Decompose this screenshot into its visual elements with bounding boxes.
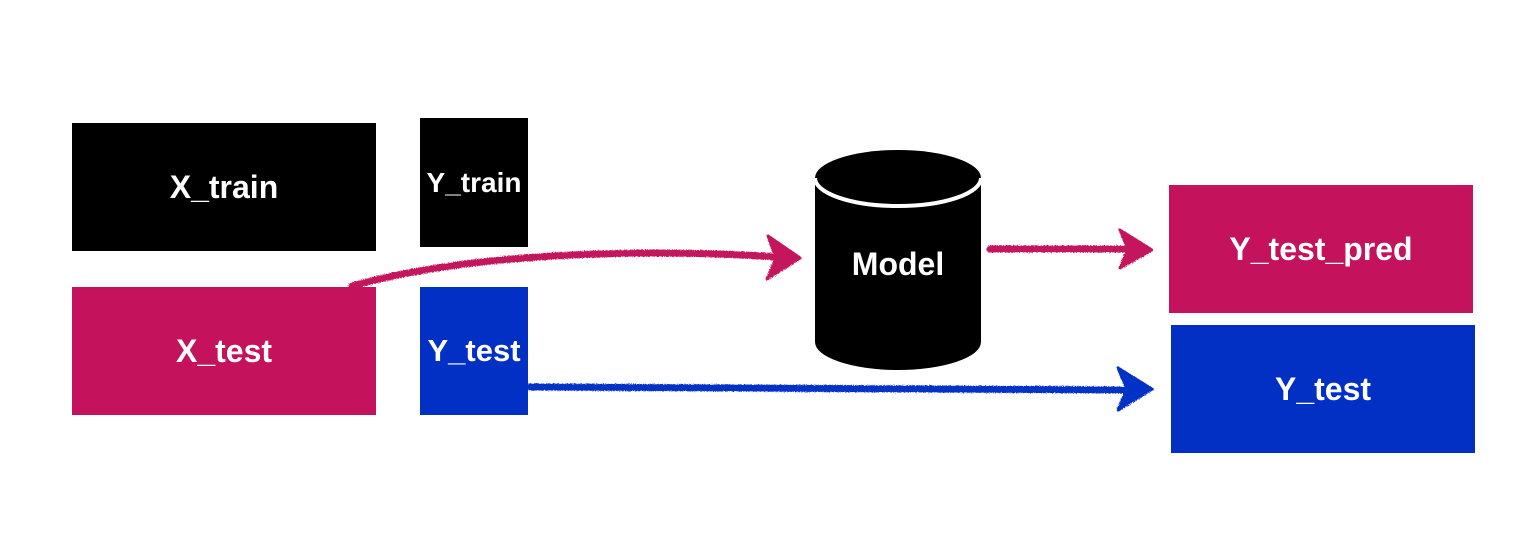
model-cylinder-top	[815, 150, 981, 206]
y-test-pred-box: Y_test_pred	[1169, 185, 1473, 313]
x-test-box: X_test	[72, 287, 376, 415]
model-cylinder-body	[815, 178, 981, 370]
arrow-ytest-to-ytest	[525, 366, 1154, 412]
model-cylinder-rim	[813, 177, 983, 208]
y-train-box: Y_train	[420, 118, 528, 247]
y-test-box-right: Y_test	[1171, 325, 1475, 453]
arrow-xtest-to-model	[348, 234, 802, 290]
arrow-xtest-to-model-line	[348, 249, 782, 290]
arrow-model-to-pred-head	[1118, 228, 1154, 270]
arrow-ytest-to-ytest-line	[525, 383, 1132, 394]
model-cylinder	[813, 150, 983, 370]
model-label: Model	[851, 245, 945, 282]
arrow-ytest-to-ytest-head	[1116, 366, 1154, 412]
y-test-box-left: Y_test	[420, 287, 528, 415]
arrow-xtest-to-model-head	[765, 234, 802, 281]
arrow-model-to-pred	[986, 228, 1154, 270]
x-train-box: X_train	[72, 123, 376, 251]
